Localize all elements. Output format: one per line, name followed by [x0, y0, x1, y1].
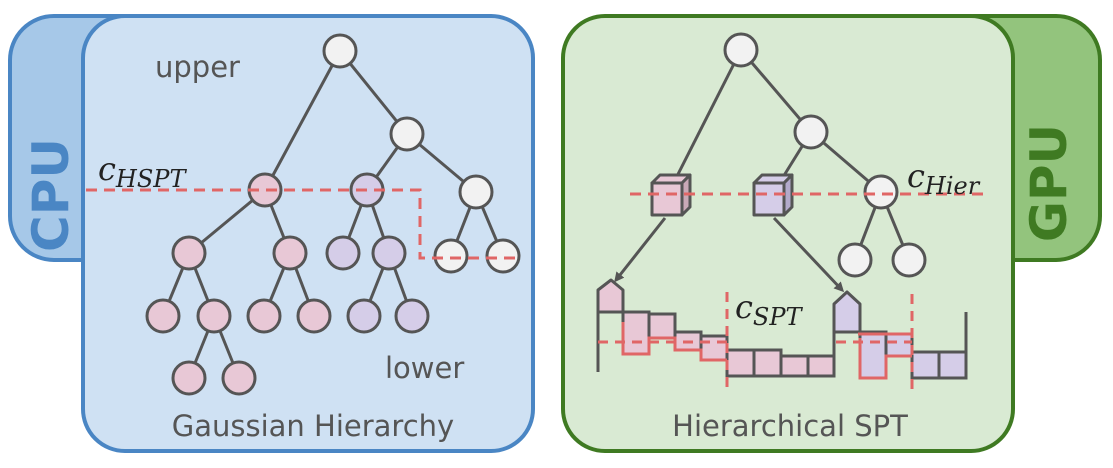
spt-bin — [806, 354, 836, 378]
tree-node — [793, 114, 829, 150]
hier-cut-label: cHier — [907, 157, 981, 200]
upper-label: upper — [155, 50, 240, 84]
spt-bin — [884, 332, 914, 358]
gaussian-hierarchy-title: Gaussian Hierarchy — [172, 409, 454, 443]
gaussian-hierarchy-panel — [81, 14, 535, 453]
tree-node — [272, 235, 308, 271]
spt-cut-label: cSPT — [735, 288, 804, 331]
spt-red-outline — [621, 322, 727, 362]
spt-bin — [937, 350, 968, 380]
lower-label: lower — [385, 351, 464, 385]
hierarchical-spt-title: Hierarchical SPT — [672, 409, 908, 443]
tree-node — [196, 298, 232, 334]
tree-node — [346, 298, 382, 334]
tree-node — [723, 32, 759, 68]
cpu-label: CPU — [22, 138, 80, 252]
pink-cube — [650, 173, 692, 217]
tree-node — [891, 242, 927, 278]
tree-node — [458, 174, 494, 210]
cpu-panel: CPU — [8, 14, 535, 453]
spt-bin — [910, 350, 941, 380]
spt-bin — [779, 354, 810, 378]
tree-node — [485, 238, 521, 274]
spt-histogram — [596, 278, 968, 392]
spt-bin — [647, 312, 677, 340]
pentagon-marker — [596, 278, 625, 314]
spt-bin — [699, 334, 729, 362]
tree-node — [322, 33, 358, 69]
gaussian-hierarchy-tree — [86, 33, 522, 396]
tree-node — [371, 235, 407, 271]
tree-node — [171, 360, 207, 396]
tree-node — [296, 298, 332, 334]
tree-node — [863, 174, 899, 210]
spt-red-outline — [858, 338, 912, 380]
spt-bin — [725, 348, 756, 378]
purple-cube — [752, 173, 794, 217]
hspt-cut-label: cHSPT — [98, 150, 187, 193]
spt-bin — [752, 348, 783, 378]
pointer-arrow — [614, 217, 667, 283]
tree-node — [433, 238, 469, 274]
gpu-panel: GPU — [561, 14, 1102, 453]
pentagon-marker — [832, 290, 862, 334]
hierarchical-spt-tree — [614, 32, 990, 293]
pointer-arrow — [772, 216, 845, 293]
tree-node — [389, 116, 425, 152]
spt-bin — [858, 330, 888, 380]
tree-node — [145, 298, 181, 334]
tree-node — [837, 242, 873, 278]
tree-node — [325, 235, 361, 271]
tree-node — [171, 235, 207, 271]
tree-node — [221, 360, 257, 396]
tree-node — [394, 298, 430, 334]
spt-bin — [621, 310, 651, 356]
hspt-cut-line — [86, 188, 522, 260]
gpu-label: GPU — [1020, 124, 1078, 242]
tree-node — [246, 298, 282, 334]
